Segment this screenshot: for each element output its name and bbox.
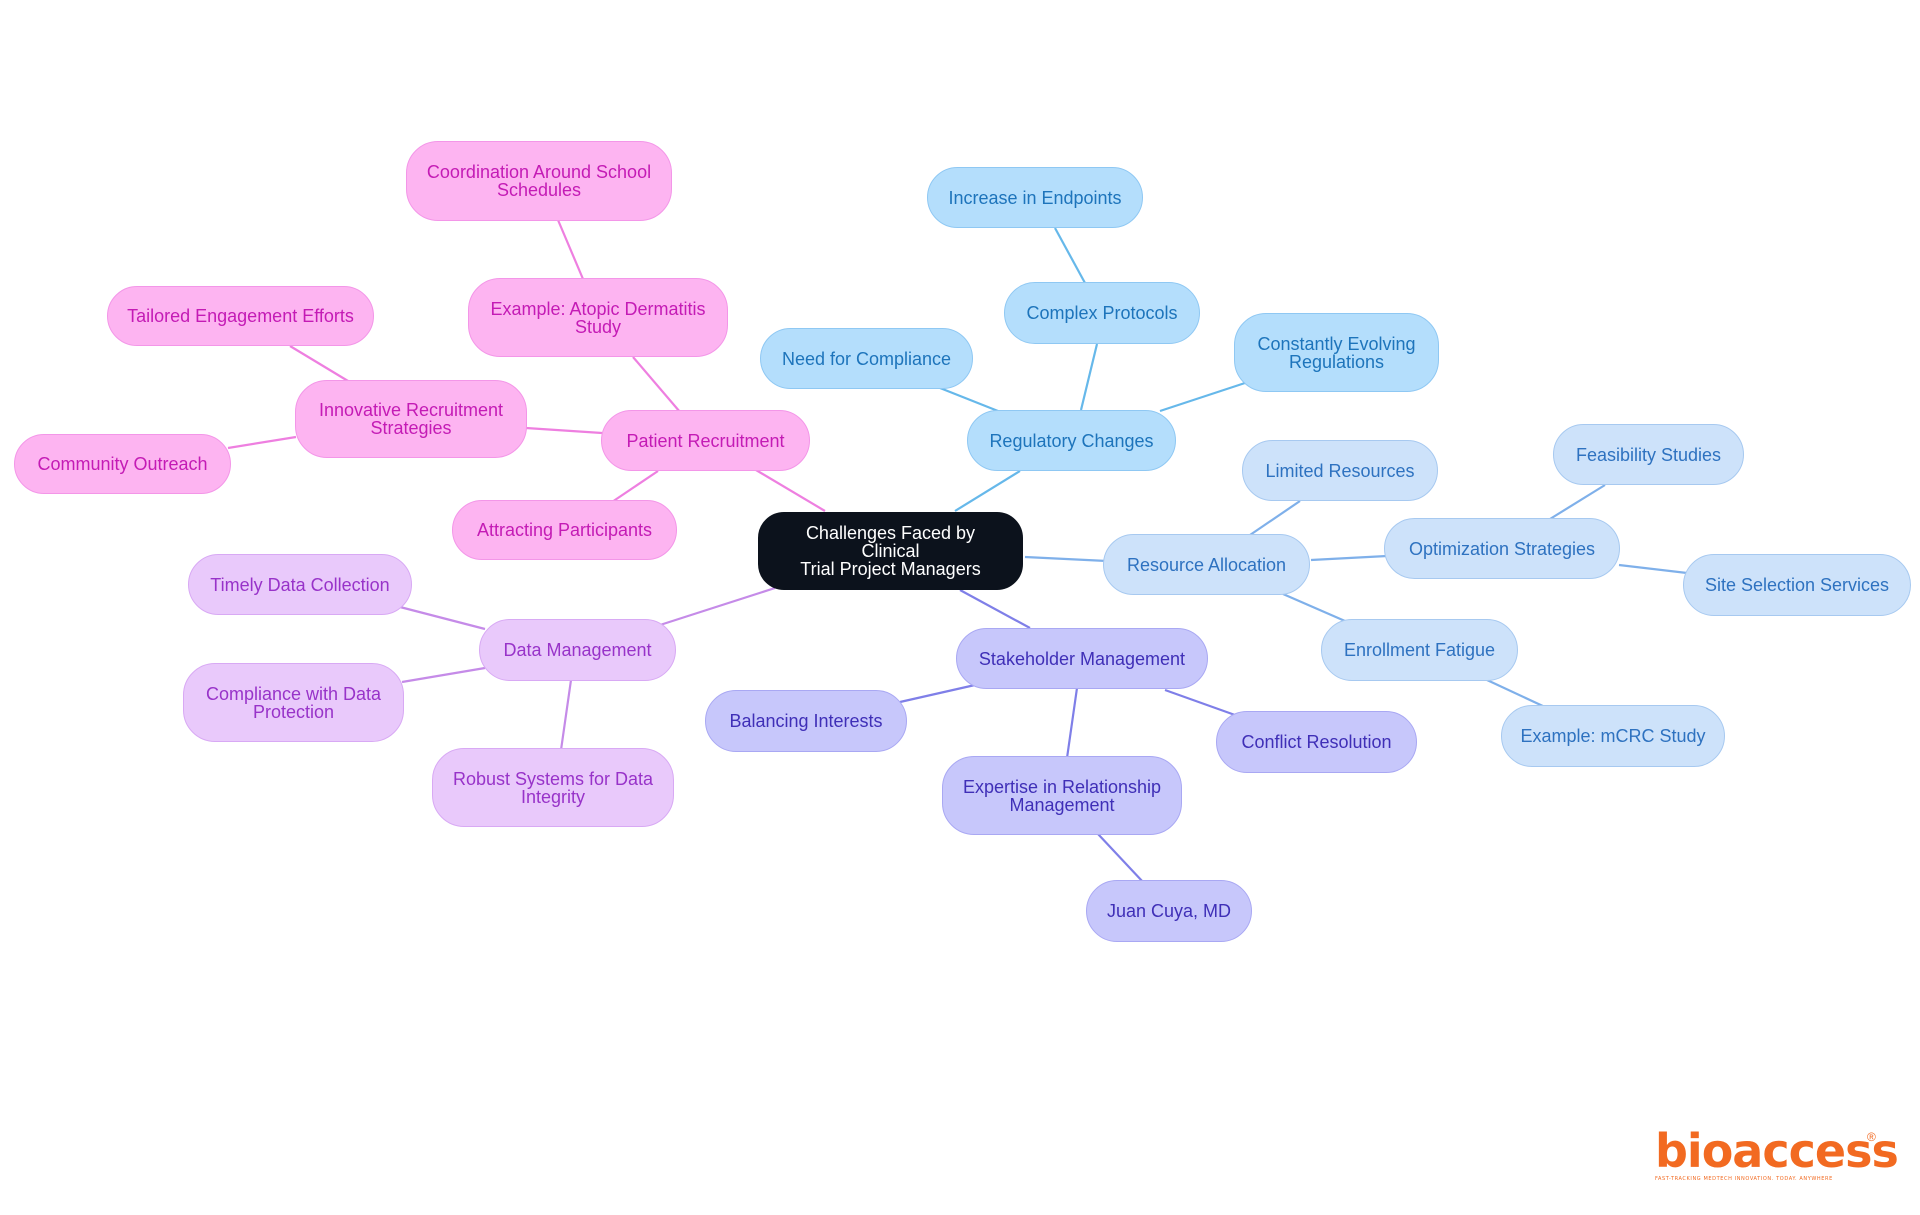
label-line: Example: Atopic Dermatitis (490, 298, 706, 319)
bioaccess-logo: bioaccess ® FAST-TRACKING MEDTECH INNOVA… (1655, 1124, 1899, 1188)
label-line: Constantly Evolving (1257, 333, 1416, 354)
root-line-2: Trial Project Managers (800, 559, 981, 579)
node-site-selection-services: Site Selection Services (1683, 554, 1911, 616)
label-line: Protection (252, 701, 335, 722)
link-root-stakeholder (959, 589, 1031, 629)
node-attracting-participants: Attracting Participants (452, 500, 677, 560)
link-root-patient-recruitment (755, 469, 826, 512)
label-resource-allocation: Resource Allocation (1126, 554, 1287, 575)
node-juan-cuya-md: Juan Cuya, MD (1086, 880, 1252, 942)
link-innovative-tailored (289, 345, 349, 382)
node-enrollment-fatigue: Enrollment Fatigue (1321, 619, 1518, 681)
label-line: Compliance with Data (205, 683, 382, 704)
node-need-for-compliance: Need for Compliance (760, 328, 973, 389)
node-balancing-interests: Balancing Interests (705, 690, 907, 752)
node-patient-recruitment: Patient Recruitment (601, 410, 810, 471)
node-conflict-resolution: Conflict Resolution (1216, 711, 1417, 773)
logo-registered-mark: ® (1867, 1130, 1876, 1144)
link-root-resource (1024, 555, 1108, 563)
node-feasibility-studies: Feasibility Studies (1553, 424, 1744, 485)
node-example-mcrc-study: Example: mCRC Study (1501, 705, 1725, 767)
label-line: Expertise in Relationship (962, 776, 1162, 797)
link-sm-expertise (1065, 687, 1079, 759)
label-attracting-participants: Attracting Participants (476, 520, 653, 540)
label-timely-data-collection: Timely Data Collection (210, 574, 390, 595)
label-complex-protocols: Complex Protocols (1026, 303, 1178, 323)
link-atopic-coordination (556, 219, 585, 280)
label-balancing-interests: Balancing Interests (729, 711, 883, 731)
node-timely-data-collection: Timely Data Collection (188, 554, 412, 615)
link-ra-enrollment (1282, 592, 1346, 623)
link-reg-evolving (1159, 381, 1246, 413)
node-complex-protocols: Complex Protocols (1004, 282, 1200, 344)
node-optimization-strategies: Optimization Strategies (1384, 518, 1620, 579)
label-need-for-compliance: Need for Compliance (781, 348, 952, 369)
node-increase-in-endpoints: Increase in Endpoints (927, 167, 1143, 228)
link-opt-site (1618, 563, 1688, 575)
label-line: Strategies (370, 418, 452, 438)
label-line: Management (1009, 794, 1115, 815)
link-ra-optimization (1310, 554, 1388, 562)
node-stakeholder-management: Stakeholder Management (956, 628, 1208, 689)
label-line: Regulations (1288, 351, 1385, 372)
node-tailored-engagement-efforts: Tailored Engagement Efforts (107, 286, 374, 346)
link-root-data (659, 586, 776, 627)
label-regulatory-changes: Regulatory Changes (989, 430, 1154, 451)
label-community-outreach: Community Outreach (37, 454, 208, 474)
label-tailored-engagement: Tailored Engagement Efforts (127, 306, 354, 326)
link-enrollment-mcrc (1486, 679, 1546, 708)
link-dm-timely (399, 605, 486, 631)
link-pr-attracting (611, 470, 659, 503)
label-site-selection-services: Site Selection Services (1704, 575, 1890, 595)
node-resource-allocation: Resource Allocation (1103, 534, 1310, 595)
node-community-outreach: Community Outreach (14, 434, 231, 494)
logo-tagline: FAST-TRACKING MEDTECH INNOVATION. TODAY.… (1655, 1176, 1833, 1182)
logo-wordmark: bioaccess (1655, 1124, 1899, 1178)
link-expertise-juan (1097, 833, 1144, 883)
label-enrollment-fatigue: Enrollment Fatigue (1343, 640, 1496, 660)
label-data-management: Data Management (503, 640, 652, 660)
root-line-1: Challenges Faced by Clinical (805, 523, 976, 561)
link-complex-endpoints (1054, 227, 1086, 284)
label-optimization-strategies: Optimization Strategies (1408, 538, 1596, 559)
label-line: Innovative Recruitment (318, 400, 504, 420)
label-limited-resources: Limited Resources (1265, 460, 1415, 481)
label-juan-cuya-md: Juan Cuya, MD (1106, 901, 1232, 921)
link-reg-compliance (939, 386, 999, 413)
label-conflict-resolution: Conflict Resolution (1241, 732, 1392, 752)
label-increase-in-endpoints: Increase in Endpoints (948, 187, 1122, 208)
label-line: Coordination Around School (426, 162, 652, 182)
link-pr-innovative (525, 426, 603, 435)
link-reg-complex (1079, 343, 1099, 411)
link-sm-conflict (1164, 688, 1236, 717)
label-line: Study (574, 316, 621, 337)
label-line: Integrity (520, 786, 585, 807)
label-feasibility-studies: Feasibility Studies (1575, 444, 1722, 465)
label-line: Robust Systems for Data (452, 768, 654, 789)
link-root-regulatory (954, 470, 1021, 512)
label-patient-recruitment: Patient Recruitment (626, 430, 785, 451)
link-opt-feasibility (1549, 484, 1606, 520)
node-limited-resources: Limited Resources (1242, 440, 1438, 501)
node-regulatory-changes: Regulatory Changes (967, 410, 1176, 471)
label-line: Schedules (496, 180, 582, 200)
link-dm-compliance (401, 666, 486, 684)
node-data-management: Data Management (479, 619, 676, 681)
link-dm-robust (559, 679, 573, 751)
link-ra-limited (1249, 500, 1301, 536)
label-stakeholder-management: Stakeholder Management (978, 648, 1186, 669)
link-innovative-community (227, 435, 297, 450)
link-pr-atopic (632, 356, 681, 413)
link-sm-balancing (899, 683, 976, 704)
label-example-mcrc-study: Example: mCRC Study (1520, 726, 1706, 746)
